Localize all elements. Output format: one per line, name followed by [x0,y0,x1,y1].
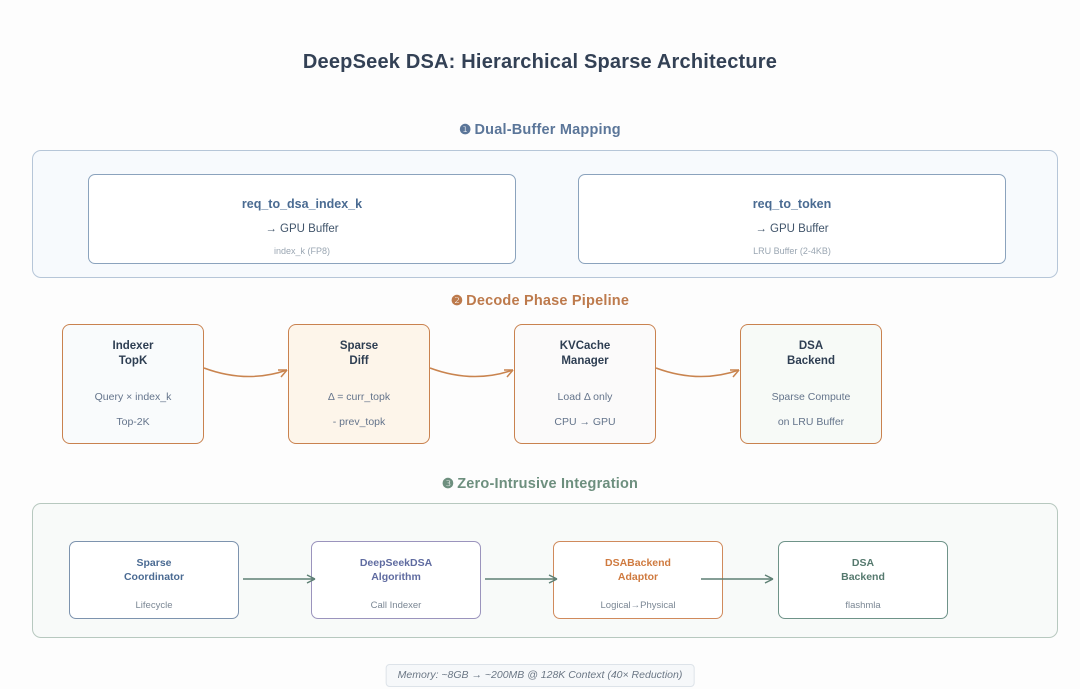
pipeline-card-title-line2: Diff [349,355,369,368]
pipeline-card-title-line2: Backend [787,355,835,368]
integration-card-deepseekdsa-algorithm[interactable]: DeepSeekDSA Algorithm Call Indexer [311,541,481,619]
section-number-icon: ❸ [441,476,455,491]
pipeline-card-title-line2: TopK [118,355,148,368]
integration-card-note: Logical→Physical [600,600,676,612]
integration-card-title-line1: Sparse [136,557,172,569]
pipeline-card-line2: CPU → GPU [554,416,616,429]
section-heading-label: Decode Phase Pipeline [466,293,630,309]
pipeline-card-line1: Δ = curr_topk [327,391,391,404]
pipeline-arrow-icon [429,367,514,378]
pipeline-card-title-line1: Sparse [339,340,379,352]
integration-arrow-icon [485,574,558,584]
integration-card-note: flashmla [845,600,881,612]
section-number-icon: ❷ [450,293,464,308]
pipeline-card-line2: - prev_topk [332,416,386,429]
pipeline-card-line2: Top-2K [116,416,150,429]
pipeline-card-line1: Load Δ only [557,391,613,404]
integration-card-dsa-backend[interactable]: DSA Backend flashmla [778,541,948,619]
buffer-card-req-to-dsa-index-k[interactable]: req_to_dsa_index_k → GPU Buffer index_k … [88,174,516,264]
integration-card-title: DeepSeekDSA Algorithm [312,556,480,584]
integration-card-title-line2: Coordinator [123,571,185,584]
section-heading-label: Dual-Buffer Mapping [474,122,621,138]
section-number-icon: ❶ [459,122,472,137]
pipeline-card-title: DSA Backend [741,339,881,369]
integration-card-title-line1: DSABackend [605,557,671,569]
integration-card-note: Call Indexer [370,600,422,612]
buffer-card-title: req_to_token [752,197,832,211]
integration-card-title-line2: Backend [841,571,885,584]
pipeline-card-line1: Sparse Compute [771,391,851,404]
pipeline-card-title-line1: KVCache [559,340,611,352]
section-heading-label: Zero-Intrusive Integration [457,476,639,492]
buffer-card-subtitle: → GPU Buffer [265,223,339,235]
buffer-card-subtitle: → GPU Buffer [755,223,829,235]
buffer-card-req-to-token[interactable]: req_to_token → GPU Buffer LRU Buffer (2-… [578,174,1006,264]
integration-arrow-icon [243,574,316,584]
integration-card-title-line2: Adaptor [617,571,659,584]
pipeline-card-title-line1: Indexer [112,340,154,352]
buffer-card-note: index_k (FP8) [273,246,331,256]
pipeline-card-title-line1: DSA [798,340,824,352]
pipeline-card-line2: on LRU Buffer [777,416,845,429]
pipeline-card-dsa-backend[interactable]: DSA Backend Sparse Compute on LRU Buffer [740,324,882,444]
buffer-card-note: LRU Buffer (2-4KB) [753,246,831,256]
integration-card-title-line1: DSA [851,557,875,569]
page-title: DeepSeek DSA: Hierarchical Sparse Archit… [302,51,778,73]
buffer-card-title: req_to_dsa_index_k [241,197,363,211]
pipeline-arrow-icon [655,367,740,378]
integration-arrow-icon [701,574,774,584]
pipeline-card-title-line2: Manager [561,355,609,368]
integration-card-title-line1: DeepSeekDSA [359,557,433,569]
integration-card-title: DSA Backend [779,556,947,584]
integration-card-title-line2: Algorithm [371,571,421,584]
pipeline-card-line1: Query × index_k [94,391,172,404]
pipeline-arrow-icon [203,367,288,378]
integration-card-note: Lifecycle [135,600,173,612]
memory-summary-badge: Memory: ~8GB → ~200MB @ 128K Context (40… [385,664,695,687]
